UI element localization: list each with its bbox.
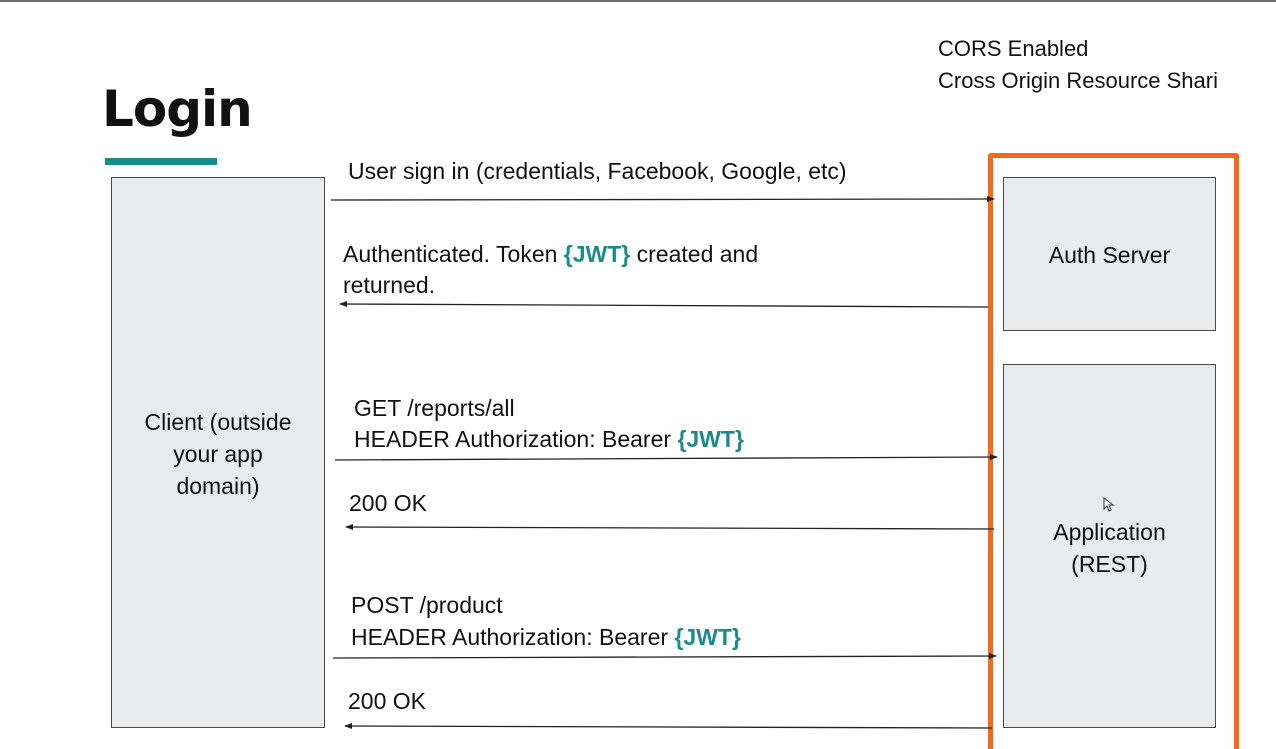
client-label-line3: domain) bbox=[176, 473, 260, 499]
cors-note-line1: CORS Enabled bbox=[938, 36, 1089, 61]
application-label-line1: Application bbox=[1053, 519, 1166, 545]
msg-post-request: POST /product bbox=[351, 592, 503, 618]
top-divider bbox=[0, 0, 1276, 2]
msg-post-header-text: HEADER Authorization: Bearer bbox=[351, 624, 675, 650]
arrow-post-response bbox=[344, 723, 993, 730]
title-underline bbox=[105, 158, 217, 165]
client-label: Client (outside your app domain) bbox=[111, 406, 325, 502]
arrow-get-request bbox=[334, 454, 998, 461]
auth-server-label: Auth Server bbox=[1048, 242, 1171, 268]
msg-sign-in: User sign in (credentials, Facebook, Goo… bbox=[348, 158, 847, 184]
msg-authenticated: Authenticated. Token {JWT} created and bbox=[343, 239, 758, 270]
arrow-get-response bbox=[345, 524, 995, 531]
application-box bbox=[1003, 364, 1216, 728]
msg-get-header: HEADER Authorization: Bearer {JWT} bbox=[354, 424, 744, 455]
msg-post-header: HEADER Authorization: Bearer {JWT} bbox=[351, 622, 741, 653]
cors-note-line2: Cross Origin Resource Shari bbox=[938, 68, 1218, 93]
client-label-line1: Client (outside bbox=[144, 409, 292, 435]
application-label: Application (REST) bbox=[1003, 516, 1216, 580]
slide-title: Login bbox=[102, 80, 253, 138]
client-label-line2: your app bbox=[173, 441, 263, 467]
jwt-token-label: {JWT} bbox=[563, 241, 631, 267]
arrow-token-returned bbox=[339, 301, 989, 308]
msg-get-header-text: HEADER Authorization: Bearer bbox=[354, 426, 678, 452]
arrow-sign-in bbox=[330, 196, 995, 203]
jwt-token-label: {JWT} bbox=[674, 624, 741, 650]
arrow-post-request bbox=[332, 653, 997, 660]
msg-get-request: GET /reports/all bbox=[354, 395, 515, 421]
client-box bbox=[111, 177, 325, 728]
msg-authenticated-post: created and bbox=[630, 241, 759, 267]
application-label-line2: (REST) bbox=[1071, 551, 1148, 577]
msg-ok-1: 200 OK bbox=[349, 490, 427, 516]
cors-boundary-frame bbox=[988, 153, 1239, 749]
msg-ok-2: 200 OK bbox=[348, 688, 426, 714]
msg-authenticated-line2: returned. bbox=[343, 272, 436, 298]
jwt-token-label: {JWT} bbox=[677, 426, 744, 452]
mouse-cursor-icon bbox=[1103, 497, 1115, 512]
auth-server-box bbox=[1003, 177, 1216, 331]
msg-authenticated-pre: Authenticated. Token bbox=[343, 241, 564, 267]
